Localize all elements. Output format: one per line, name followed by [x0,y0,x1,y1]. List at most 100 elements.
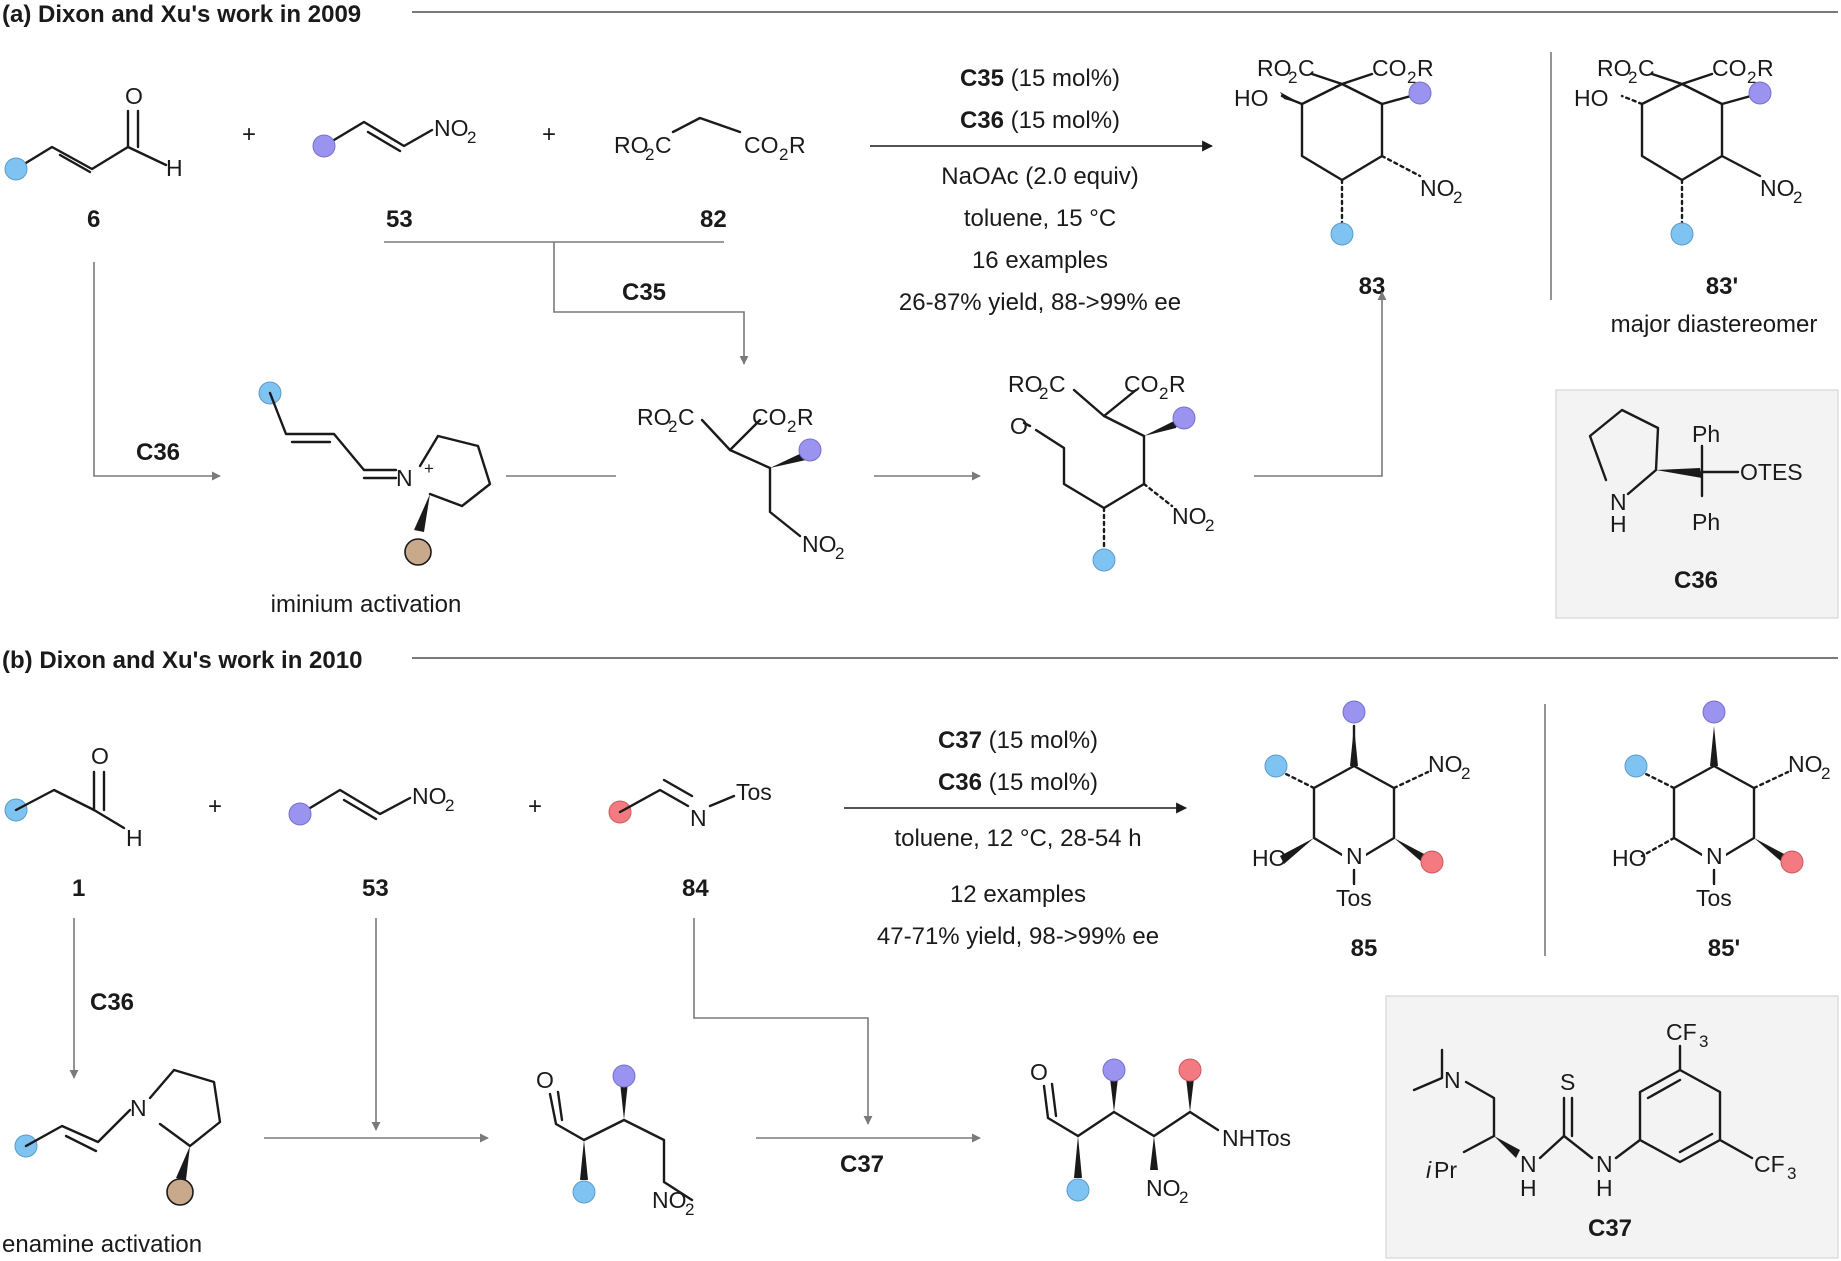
substituent-purple [288,802,312,826]
cond-examples-b: 12 examples [950,881,1086,908]
substituent-blue [1670,222,1694,246]
svg-text:CO: CO [1372,55,1407,81]
svg-text:H: H [1596,1175,1613,1201]
iminium-label: iminium activation [271,591,462,618]
svg-text:2: 2 [1461,764,1470,783]
svg-text:+: + [542,121,556,148]
cond-c36-loading: (15 mol%) [1004,107,1120,134]
label-82: 82 [700,206,727,233]
svg-text:N: N [1346,843,1363,869]
compound-84: N Tos 84 [608,778,772,902]
svg-text:RO: RO [614,132,649,158]
svg-text:NO: NO [652,1187,687,1213]
cond-c37-loading: (15 mol%) [982,727,1098,754]
iminium-intermediate: N + iminium activation [258,381,492,618]
svg-text:Ph: Ph [1692,421,1720,447]
svg-text:HO: HO [1234,85,1269,111]
svg-text:N: N [1444,1067,1461,1093]
svg-text:RO: RO [637,404,672,430]
cond-base: NaOAc (2.0 equiv) [941,163,1138,190]
substituent-purple [1102,1058,1126,1082]
substituent-red [1780,850,1804,874]
adduct-1-53: O NO2 [536,1064,694,1219]
svg-text:N: N [130,1095,147,1121]
svg-text:2: 2 [685,1200,694,1219]
svg-text:3: 3 [1699,1032,1708,1051]
substituent-tan [404,538,432,566]
branch-c37: C37 [840,1151,884,1178]
svg-text:C: C [1638,55,1655,81]
box-label-c37: C37 [1588,1215,1632,1242]
svg-text:Ph: Ph [1692,509,1720,535]
product-85: NO2 N HO Tos 85 [1252,700,1470,962]
svg-text:R: R [789,132,806,158]
svg-text:R: R [1169,371,1186,397]
svg-text:2: 2 [1628,68,1637,87]
svg-text:2: 2 [787,417,796,436]
svg-text:CO: CO [1712,55,1747,81]
box-label-c36: C36 [1674,567,1718,594]
label-1: 1 [72,875,85,902]
substituent-blue [4,157,28,181]
substituent-purple [312,134,336,158]
cond-examples-a: 16 examples [972,247,1108,274]
svg-text:2: 2 [779,145,788,164]
cond-c37: C37 [938,727,982,754]
branch-c36-a: C36 [136,439,180,466]
compound-6: O H 6 [4,83,183,233]
svg-text:NO: NO [412,783,447,809]
cond-c36-b: C36 [938,769,982,796]
substituent-blue [1330,222,1354,246]
enamine-intermediate: N enamine activation [2,1068,222,1258]
compound-1: O H 1 [4,743,143,902]
svg-text:CF: CF [1666,1019,1697,1045]
branch-c35: C35 [622,279,666,306]
svg-text:O: O [1010,413,1028,439]
cond-c35: C35 [960,65,1004,92]
substituent-blue [1092,548,1116,572]
panel-a: (a) Dixon and Xu's work in 2009 O H 6 + … [2,1,1839,619]
svg-text:RO: RO [1257,55,1292,81]
svg-text:2: 2 [1039,384,1048,403]
svg-text:NO: NO [1760,175,1795,201]
substituent-blue [1624,754,1648,778]
panel-a-header: (a) Dixon and Xu's work in 2009 [2,1,361,28]
label-6: 6 [87,206,100,233]
svg-text:2: 2 [1747,68,1756,87]
svg-text:+: + [208,793,222,820]
substituent-red [1178,1058,1202,1082]
substituent-blue [1066,1178,1090,1202]
svg-text:C35 (15 mol%): C35 (15 mol%) [960,65,1120,92]
svg-text:O: O [125,83,143,109]
svg-text:HO: HO [1574,85,1609,111]
svg-text:O: O [536,1067,554,1093]
svg-text:N: N [1520,1151,1537,1177]
svg-text:NO: NO [802,531,837,557]
svg-text:2: 2 [1179,1188,1188,1207]
svg-text:N: N [1706,843,1723,869]
cond-c36: C36 [960,107,1004,134]
svg-text:R: R [1417,55,1434,81]
label-53a: 53 [386,206,413,233]
svg-text:OTES: OTES [1740,459,1803,485]
svg-text:NHTos: NHTos [1222,1125,1291,1151]
cond-yield-b: 47-71% yield, 98->99% ee [877,923,1159,950]
label-85-prime: 85' [1708,935,1740,962]
svg-text:2: 2 [645,145,654,164]
svg-text:Tos: Tos [1696,885,1732,911]
svg-text:R: R [1757,55,1774,81]
svg-text:C36 (15 mol%): C36 (15 mol%) [960,107,1120,134]
svg-text:HO: HO [1252,845,1287,871]
svg-text:O: O [1030,1059,1048,1085]
svg-text:3: 3 [1787,1164,1796,1183]
svg-text:Tos: Tos [1336,885,1372,911]
label-83-prime: 83' [1706,273,1738,300]
svg-text:RO: RO [1008,371,1043,397]
svg-text:Tos: Tos [736,779,772,805]
substituent-purple [1748,81,1772,105]
svg-text:CF: CF [1754,1151,1785,1177]
mechanism-arrows-b: C36 C37 [69,918,981,1178]
